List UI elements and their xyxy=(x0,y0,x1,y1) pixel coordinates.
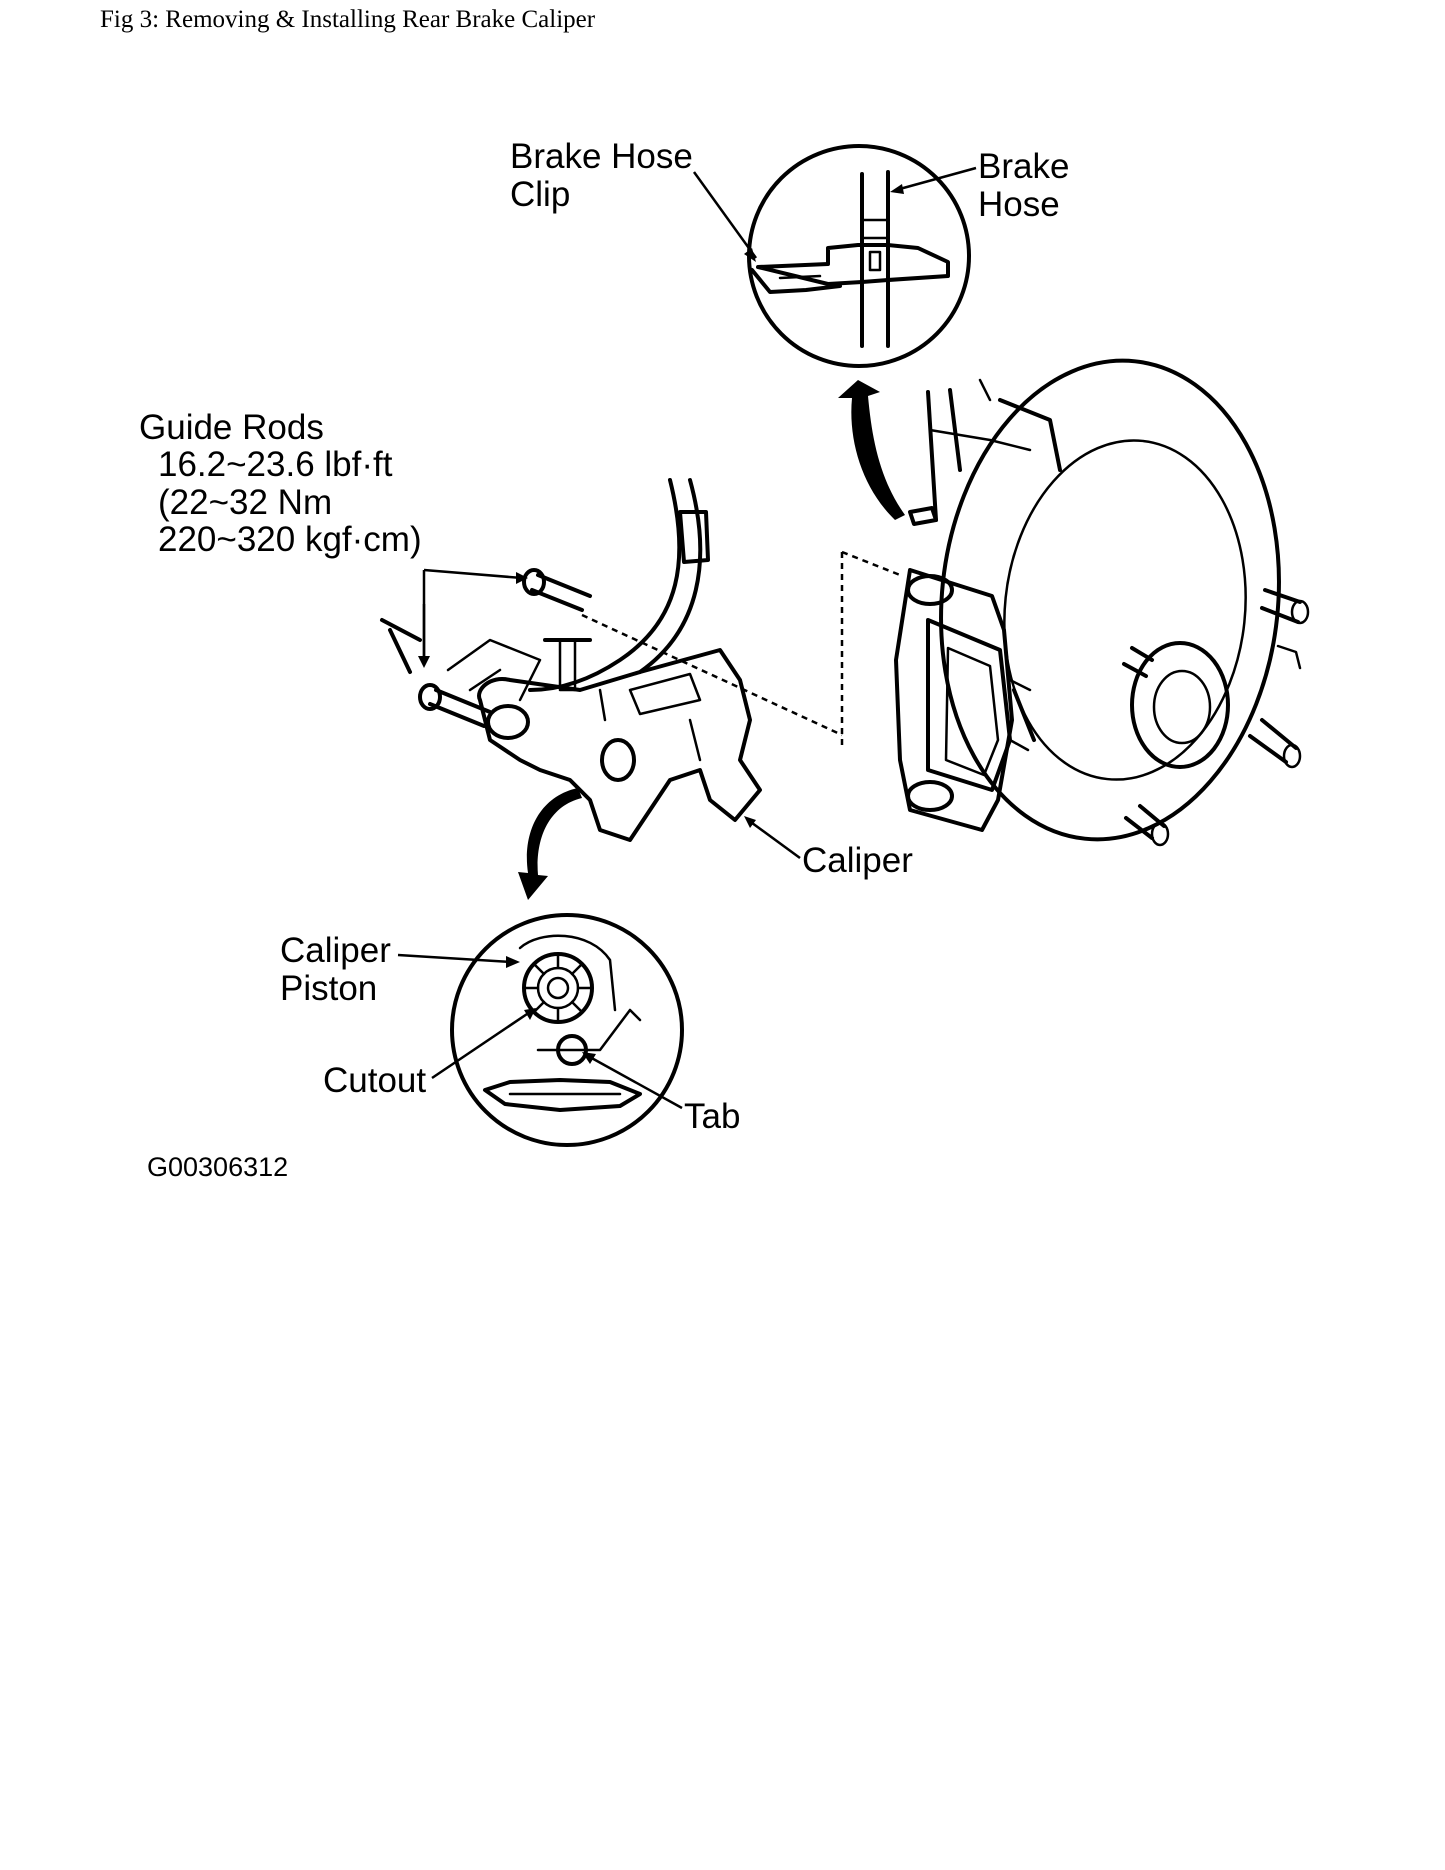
arrow-to-hose-detail xyxy=(838,380,905,520)
piston-detail xyxy=(450,913,684,1147)
label-brake-hose: Brake Hose xyxy=(978,147,1069,224)
svg-text:Piston: Piston xyxy=(280,969,377,1008)
svg-text:16.2~23.6 lbf·ft: 16.2~23.6 lbf·ft xyxy=(158,445,393,484)
label-tab: Tab xyxy=(684,1097,740,1136)
leader-lines xyxy=(397,166,977,1110)
label-guide-rods: Guide Rods 16.2~23.6 lbf·ft (22~32 Nm 22… xyxy=(139,408,422,559)
caliper-body xyxy=(446,638,762,842)
svg-text:Clip: Clip xyxy=(510,175,570,214)
svg-text:(22~32 Nm: (22~32 Nm xyxy=(158,483,332,522)
svg-text:Guide Rods: Guide Rods xyxy=(139,408,324,447)
label-caliper-piston: Caliper Piston xyxy=(280,931,391,1008)
svg-text:Brake Hose: Brake Hose xyxy=(510,137,693,176)
label-brake-hose-clip: Brake Hose Clip xyxy=(510,137,693,214)
svg-text:Hose: Hose xyxy=(978,185,1060,224)
guide-rod-bolts xyxy=(380,568,592,728)
svg-text:Brake: Brake xyxy=(978,147,1069,186)
figure-title: Fig 3: Removing & Installing Rear Brake … xyxy=(100,6,596,33)
brake-pads xyxy=(894,568,1036,832)
alignment-line-diagonal xyxy=(581,613,843,737)
brake-hose xyxy=(528,478,710,692)
figure-code: G00306312 xyxy=(147,1152,288,1182)
label-cutout: Cutout xyxy=(323,1061,426,1100)
alignment-line-top xyxy=(841,550,901,577)
label-caliper: Caliper xyxy=(802,841,913,880)
svg-text:Caliper: Caliper xyxy=(280,931,391,970)
rotor-assembly xyxy=(908,358,1310,847)
svg-text:220~320 kgf·cm): 220~320 kgf·cm) xyxy=(158,520,422,559)
arrow-to-piston-detail xyxy=(518,788,582,900)
